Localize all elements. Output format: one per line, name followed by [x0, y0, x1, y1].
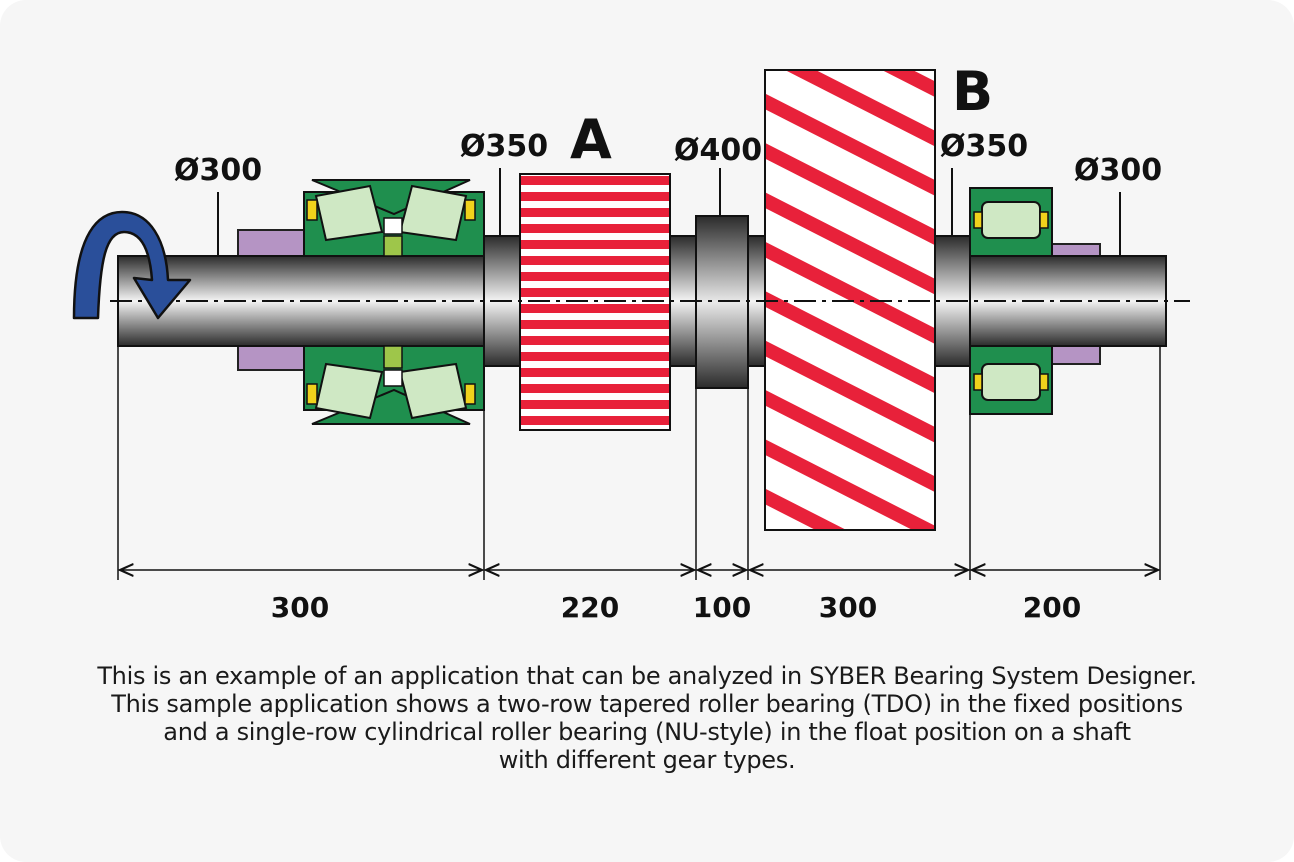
- diameter-label-collar: Ø400: [674, 133, 762, 168]
- caption: This is an example of an application tha…: [0, 662, 1294, 774]
- caption-line-2: This sample application shows a two-row …: [111, 690, 1183, 718]
- caption-line-1: This is an example of an application tha…: [97, 662, 1197, 690]
- tdo-bearing-bottom: [303, 345, 485, 425]
- nu-bearing-top: [969, 187, 1053, 257]
- gear-b-label: B: [952, 60, 993, 123]
- length-label-3: 100: [693, 591, 751, 624]
- diameter-label-right-shaft: Ø300: [1074, 153, 1162, 188]
- diameter-label-right-shoulder: Ø350: [940, 129, 1028, 164]
- gear-a-label: A: [570, 108, 612, 171]
- diameter-label-left-shaft: Ø300: [174, 153, 262, 188]
- length-label-4: 300: [819, 591, 877, 624]
- curved-rotation-arrow-icon: [72, 210, 192, 320]
- length-label-5: 200: [1023, 591, 1081, 624]
- diameter-label-left-shoulder: Ø350: [460, 129, 548, 164]
- caption-line-3: and a single-row cylindrical roller bear…: [163, 718, 1131, 746]
- length-label-1: 300: [271, 591, 329, 624]
- caption-line-4: with different gear types.: [498, 746, 796, 774]
- tdo-bearing-top: [303, 179, 485, 257]
- length-label-2: 220: [561, 591, 619, 624]
- nu-bearing-bottom: [969, 345, 1053, 415]
